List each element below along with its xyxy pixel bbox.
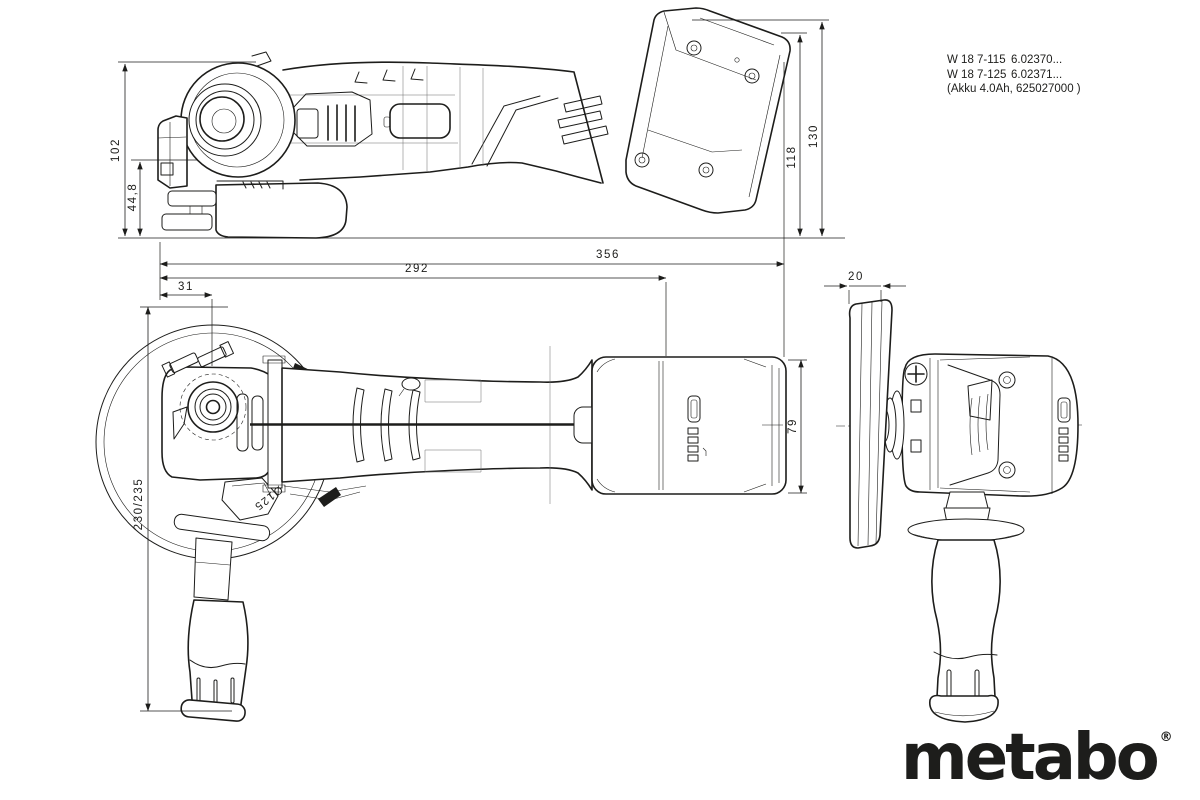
dim-label-disc-clearance: 20 <box>848 271 864 283</box>
side-handle-top-view <box>173 478 278 722</box>
clamp-lever-side <box>158 116 187 188</box>
dim-label-flange-depth: 44,8 <box>127 182 139 212</box>
dim-label-head-height: 102 <box>110 138 122 162</box>
model-code-1: 6.02370... <box>1011 54 1063 66</box>
battery-note-text: (Akku 4.0Ah, 625027000 ) <box>947 83 1081 95</box>
metabo-logo-text: metabo <box>901 721 1160 795</box>
housing-front <box>902 354 1078 496</box>
disc-front-view <box>850 300 892 548</box>
model-code-2: 6.02371... <box>1011 68 1063 81</box>
disc-guard-side <box>162 181 347 238</box>
dim-label-battery-length: 118 <box>786 145 798 169</box>
battery-top-view <box>592 357 786 494</box>
model-line-1: W 18 7-115 6.02370... <box>947 53 1081 68</box>
battery-note: (Akku 4.0Ah, 625027000 ) <box>947 82 1081 97</box>
model-name-2: W 18 7-125 <box>947 68 1007 81</box>
dimension-lines <box>118 20 906 711</box>
metabo-logo: metabo® <box>901 726 1173 790</box>
spindle-flange-circles <box>181 52 295 177</box>
top-view-drawing <box>96 325 786 722</box>
battery-side-view <box>626 8 790 213</box>
dim-label-overall-length: 356 <box>596 249 620 261</box>
gear-head-top <box>162 342 271 480</box>
model-name-1: W 18 7-115 <box>947 54 1006 66</box>
dim-label-overall-height: 130 <box>808 124 820 148</box>
side-handle-front-view <box>908 492 1024 722</box>
title-block: W 18 7-115 6.02370... W 18 7-125 6.02371… <box>947 53 1081 97</box>
battery-contacts <box>558 96 608 144</box>
model-line-2: W 18 7-125 6.02371... <box>947 68 1081 83</box>
dim-label-housing-width: 79 <box>787 418 799 434</box>
front-view-drawing <box>836 300 1082 722</box>
dim-label-length-to-battery: 292 <box>405 263 429 275</box>
side-view-drawing <box>158 8 790 238</box>
registered-trademark-icon: ® <box>1159 730 1173 745</box>
dim-label-nose-to-spindle: 31 <box>178 281 194 293</box>
motor-housing-top <box>250 346 612 504</box>
dim-label-handle-span: 230/235 <box>133 477 145 531</box>
